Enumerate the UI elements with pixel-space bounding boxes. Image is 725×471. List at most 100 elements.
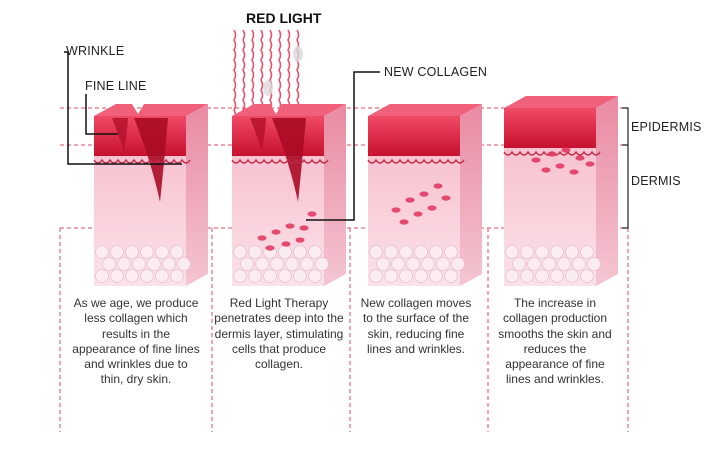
collagen-cell	[281, 241, 291, 247]
collagen-cell	[555, 163, 565, 169]
collagen-cell	[569, 169, 579, 175]
fat-cell	[162, 257, 176, 271]
dermal-wave	[231, 158, 329, 164]
fat-cell	[270, 257, 284, 271]
fat-cell	[535, 269, 549, 283]
fat-cell	[384, 245, 398, 259]
fat-cell	[542, 257, 556, 271]
fat-cell	[95, 269, 109, 283]
fat-cell	[170, 245, 184, 259]
collagen-cell	[419, 191, 429, 197]
collagen-cell	[413, 211, 423, 217]
epidermis-layer	[368, 116, 460, 156]
fat-cell	[369, 269, 383, 283]
fat-cell	[414, 269, 428, 283]
fat-cell	[263, 269, 277, 283]
block-top	[504, 96, 618, 108]
fine-line-label: FINE LINE	[85, 79, 147, 93]
block-side	[324, 104, 346, 286]
fat-cell	[406, 257, 420, 271]
new-collagen-label: NEW COLLAGEN	[384, 65, 488, 79]
fat-cell	[300, 257, 314, 271]
fat-cell	[308, 269, 322, 283]
leader-lines	[64, 51, 380, 221]
collagen-cell	[405, 197, 415, 203]
new-collagen-leader	[306, 71, 380, 221]
fat-cell	[248, 269, 262, 283]
wrinkle-groove	[134, 118, 168, 202]
epidermis-layer	[504, 108, 596, 148]
fat-cell	[233, 245, 247, 259]
collagen-cell	[285, 223, 295, 229]
fat-cell	[278, 245, 292, 259]
fat-cell	[132, 257, 146, 271]
skin-block	[503, 96, 618, 286]
collagen-cell	[307, 211, 317, 217]
collagen-cell	[427, 205, 437, 211]
skin-block	[231, 104, 346, 286]
fat-cell	[414, 245, 428, 259]
fat-cell	[110, 269, 124, 283]
fat-cell	[140, 269, 154, 283]
fat-cell	[240, 257, 254, 271]
fat-cell	[110, 245, 124, 259]
light-droplet	[263, 80, 273, 96]
fat-cell	[520, 245, 534, 259]
block-side	[460, 104, 482, 286]
fat-cell	[177, 257, 191, 271]
fat-cell	[451, 257, 465, 271]
fat-cell	[399, 245, 413, 259]
skin-blocks	[93, 96, 618, 286]
fat-cell	[155, 269, 169, 283]
collagen-cell	[585, 161, 595, 167]
light-droplet	[293, 46, 303, 62]
fat-cell	[170, 269, 184, 283]
collagen-cell	[547, 151, 557, 157]
wrinkle-label: WRINKLE	[66, 44, 125, 58]
fat-cell	[527, 257, 541, 271]
fat-cell	[308, 245, 322, 259]
fat-cell	[315, 257, 329, 271]
layer-bracket	[622, 107, 629, 229]
fat-cell	[587, 257, 601, 271]
block-side	[186, 104, 208, 286]
epidermis-label: EPIDERMIS	[631, 120, 702, 134]
light-beam	[233, 29, 237, 121]
fat-cell	[95, 245, 109, 259]
fat-cell	[444, 245, 458, 259]
fine-line-groove	[112, 118, 128, 152]
fat-cell	[147, 257, 161, 271]
fat-cell	[125, 245, 139, 259]
caption-aging: As we age, we produce less collagen whic…	[72, 296, 200, 387]
fat-cell	[369, 245, 383, 259]
dermis-label: DERMIS	[631, 174, 681, 188]
fat-cell	[140, 245, 154, 259]
collagen-cell	[441, 195, 451, 201]
fat-cell	[117, 257, 131, 271]
fat-cell	[436, 257, 450, 271]
fat-cell	[293, 245, 307, 259]
fat-cell	[505, 245, 519, 259]
fat-cell	[421, 257, 435, 271]
fat-cell	[255, 257, 269, 271]
fat-cell	[155, 245, 169, 259]
fine-line-groove	[250, 118, 266, 152]
dermal-wave	[367, 158, 465, 164]
block-top	[94, 104, 208, 116]
fine-line-leader	[85, 94, 118, 135]
collagen-cell	[433, 183, 443, 189]
fat-cell	[557, 257, 571, 271]
collagen-cell	[399, 219, 409, 225]
fat-cell	[278, 269, 292, 283]
fat-cell	[248, 245, 262, 259]
fat-cell	[505, 269, 519, 283]
fat-cell	[233, 269, 247, 283]
fat-cell	[429, 245, 443, 259]
fat-cell	[125, 269, 139, 283]
red-light-title: RED LIGHT	[246, 10, 322, 26]
collagen-cell	[531, 157, 541, 163]
wrinkle-leader	[64, 51, 182, 165]
collagen-cell	[257, 235, 267, 241]
fat-cell	[285, 257, 299, 271]
